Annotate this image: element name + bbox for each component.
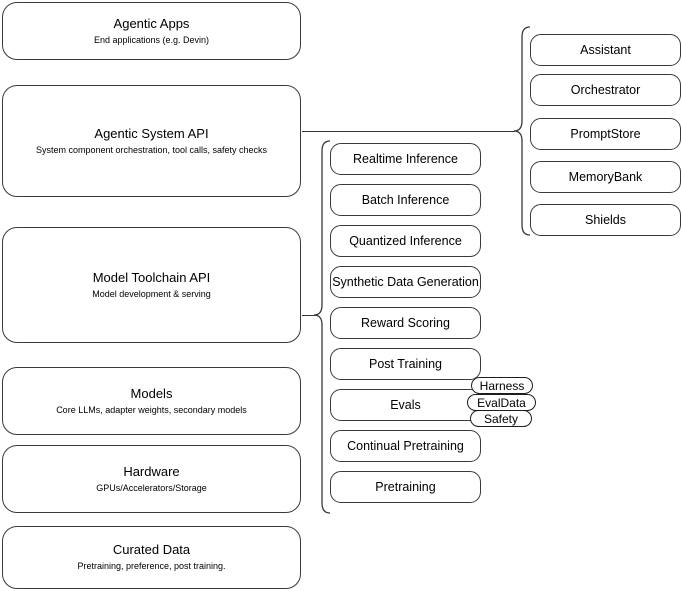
layer-subtitle: Pretraining, preference, post training. — [77, 561, 226, 571]
evals-pill-safety[interactable]: Safety — [470, 410, 532, 427]
layer-title: Agentic Apps — [113, 15, 190, 31]
layer-subtitle: System component orchestration, tool cal… — [35, 144, 268, 155]
evals-pill-evaldata[interactable]: EvalData — [467, 394, 536, 411]
toolchain-chip-pretraining[interactable]: Pretraining — [330, 471, 481, 503]
connector-system-api-to-system-components — [302, 131, 515, 132]
chip-label: Shields — [585, 212, 626, 227]
layer-card-model-toolchain-api[interactable]: Model Toolchain API Model development & … — [2, 227, 301, 343]
system-chip-assistant[interactable]: Assistant — [530, 34, 681, 66]
layer-card-hardware[interactable]: Hardware GPUs/Accelerators/Storage — [2, 445, 301, 513]
layer-title: Agentic System API — [94, 125, 209, 141]
pill-label: EvalData — [477, 395, 526, 410]
chip-label: Continual Pretraining — [347, 438, 464, 453]
toolchain-chip-post-training[interactable]: Post Training — [330, 348, 481, 380]
chip-label: Assistant — [580, 42, 631, 57]
brace-toolchain-components — [312, 138, 332, 520]
evals-pill-harness[interactable]: Harness — [471, 377, 533, 394]
system-chip-promptstore[interactable]: PromptStore — [530, 118, 681, 150]
chip-label: Quantized Inference — [349, 233, 462, 248]
brace-system-components — [512, 24, 532, 244]
system-chip-shields[interactable]: Shields — [530, 204, 681, 236]
layer-card-agentic-system-api[interactable]: Agentic System API System component orch… — [2, 85, 301, 197]
toolchain-chip-batch-inference[interactable]: Batch Inference — [330, 184, 481, 216]
layer-title: Curated Data — [112, 542, 191, 557]
toolchain-chip-quantized-inference[interactable]: Quantized Inference — [330, 225, 481, 257]
chip-label: Realtime Inference — [353, 151, 458, 166]
layer-subtitle: End applications (e.g. Devin) — [93, 34, 210, 45]
chip-label: Reward Scoring — [361, 315, 450, 330]
chip-label: Synthetic Data Generation — [332, 274, 479, 289]
system-chip-orchestrator[interactable]: Orchestrator — [530, 74, 681, 106]
pill-label: Safety — [483, 411, 519, 426]
toolchain-chip-reward-scoring[interactable]: Reward Scoring — [330, 307, 481, 339]
chip-label: Batch Inference — [361, 192, 450, 207]
chip-label: Orchestrator — [570, 82, 641, 97]
toolchain-chip-evals[interactable]: Evals — [330, 389, 481, 421]
layer-subtitle: GPUs/Accelerators/Storage — [96, 482, 207, 493]
connector-toolchain-api-to-toolchain-components — [302, 315, 318, 316]
system-chip-memorybank[interactable]: MemoryBank — [530, 161, 681, 193]
layer-card-models[interactable]: Models Core LLMs, adapter weights, secon… — [2, 367, 301, 435]
toolchain-chip-continual-pretraining[interactable]: Continual Pretraining — [330, 430, 481, 462]
chip-label: Evals — [390, 397, 421, 412]
chip-label: MemoryBank — [568, 169, 643, 184]
layer-card-agentic-apps[interactable]: Agentic Apps End applications (e.g. Devi… — [2, 2, 301, 60]
layer-card-curated-data[interactable]: Curated Data Pretraining, preference, po… — [2, 526, 301, 589]
layer-title: Model Toolchain API — [92, 269, 211, 285]
layer-subtitle: Model development & serving — [92, 288, 211, 299]
layer-title: Models — [130, 385, 173, 401]
layer-subtitle: Core LLMs, adapter weights, secondary mo… — [56, 404, 247, 415]
toolchain-chip-realtime-inference[interactable]: Realtime Inference — [330, 143, 481, 175]
chip-label: Pretraining — [375, 479, 436, 494]
chip-label: PromptStore — [570, 126, 641, 141]
pill-label: Harness — [479, 378, 525, 393]
layer-title: Hardware — [123, 463, 180, 479]
chip-label: Post Training — [369, 356, 442, 371]
toolchain-chip-synthetic-data-generation[interactable]: Synthetic Data Generation — [330, 266, 481, 298]
